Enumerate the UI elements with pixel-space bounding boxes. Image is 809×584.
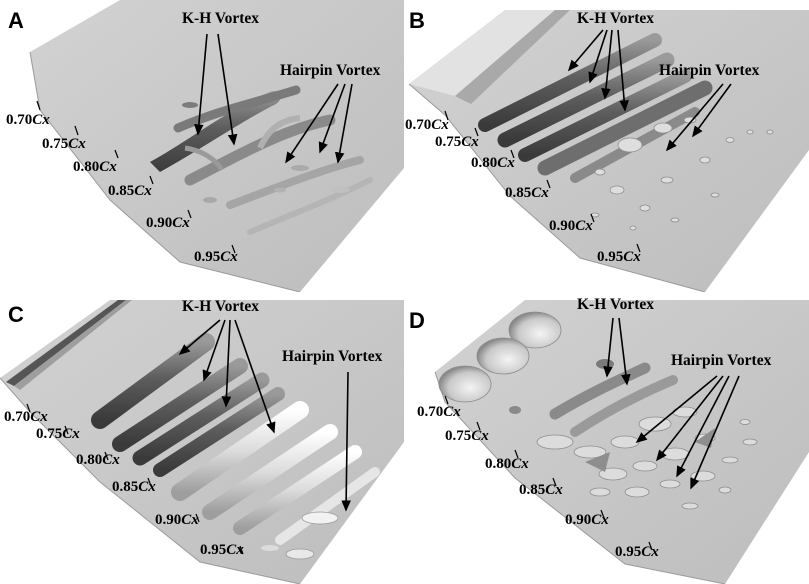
dimple [438,365,492,403]
tick-label: 0.80Cx [73,159,117,175]
tick-label: 0.75Cx [435,134,479,150]
arrow-hp-1 [665,83,724,152]
hairpin-vortex-label: Hairpin Vortex [282,348,383,365]
tick-label: 0.75Cx [42,136,86,152]
arrow-kh-2 [202,319,226,382]
arrow-hp-4 [690,375,740,490]
tick-label: 0.70Cx [417,404,461,420]
arrow-kh-1 [603,317,614,378]
arrow-hp-2 [692,83,732,138]
arrow-kh-3 [221,319,232,408]
tick-label: 0.75Cx [36,426,80,442]
tick-label: 0.80Cx [76,452,120,468]
arrow-hp-3 [676,375,730,478]
tick-label: 0.80Cx [471,155,515,171]
arrow-kh-2 [217,33,238,146]
arrow-hp-1 [285,83,339,164]
tick-label: 0.95Cx [194,249,238,265]
arrow-kh-1 [178,319,221,356]
arrow-kh-4 [617,29,629,112]
panel-a-surface [29,0,404,292]
tick-label: 0.85Cx [505,185,549,201]
tick-label: 0.90Cx [146,215,190,231]
tick-label: 0.85Cx [108,183,152,199]
panel-d-surface [434,300,809,584]
arrow-kh-3 [601,29,613,100]
tick-label: 0.90Cx [549,218,593,234]
dimple [508,311,562,349]
arrow-hp-1 [635,375,718,444]
dimple [476,337,530,375]
panel-b-surface [408,10,809,292]
panel-a: A K-H Vortex Hairpin Vortex 0.70Cx 0.75C… [0,0,404,292]
arrow-hp-1 [341,371,351,512]
arrow-kh-2 [618,317,631,386]
tick-label: 0.70Cx [405,117,449,133]
hairpin-vortex-label: Hairpin Vortex [659,62,760,79]
panel-c-surface [0,300,404,584]
tick-label: 0.95Cx [615,544,659,560]
panel-c: C K-H Vortex Hairpin Vortex 0.70Cx 0.75C… [0,292,404,584]
arrow-hp-2 [656,375,724,462]
panel-letter: D [409,308,425,333]
arrow-hp-2 [318,83,346,154]
panel-b: B K-H Vortex Hairpin Vortex 0.70Cx 0.75C… [405,0,809,292]
tick-label: 0.90Cx [155,512,199,528]
tick-label: 0.70Cx [6,112,50,128]
tick-label: 0.70Cx [4,409,48,425]
hairpin-vortex-label: Hairpin Vortex [671,352,772,369]
kh-vortex-label: K-H Vortex [577,10,655,27]
arrow-kh-2 [588,29,608,84]
tick-label: 0.85Cx [112,479,156,495]
arrow-hp-3 [334,83,353,164]
tick-label: 0.85Cx [519,482,563,498]
hairpin-vortex-label: Hairpin Vortex [280,62,381,79]
arrow-kh-1 [194,33,208,136]
tick-label: 0.90Cx [565,512,609,528]
arrow-kh-1 [567,29,604,72]
panel-letter: A [8,8,24,33]
arrow-kh-4 [234,319,276,434]
tick-label: 0.80Cx [485,456,529,472]
tick-label: 0.95Cx [597,249,641,265]
panel-letter: C [8,302,24,327]
panel-letter: B [409,8,425,33]
tick-label: 0.95Cx [200,542,244,558]
kh-vortex-label: K-H Vortex [182,298,260,315]
tick-label: 0.75Cx [445,428,489,444]
kh-vortex-label: K-H Vortex [577,296,655,313]
panel-d: D K-H Vortex Hairpin Vortex 0.70Cx 0.75C… [405,292,809,584]
kh-vortex-label: K-H Vortex [182,10,260,27]
